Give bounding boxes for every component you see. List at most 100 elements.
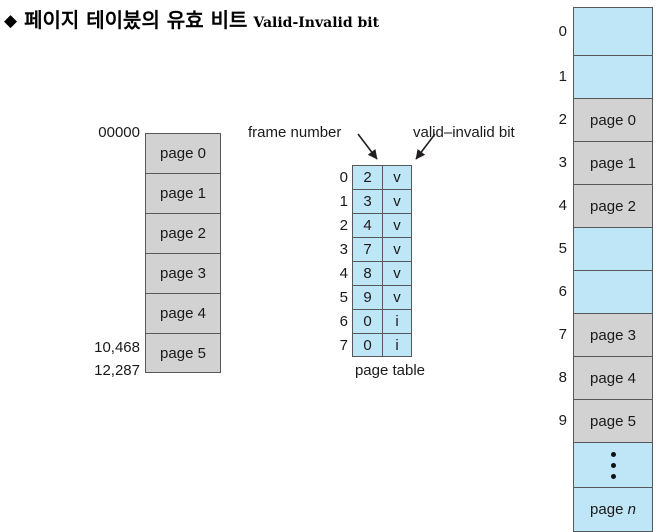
physical-memory-row: 2 page 0 — [559, 98, 653, 141]
physical-memory-frame-label: page 4 — [590, 369, 636, 387]
frame-number-cell: 0 — [352, 333, 382, 357]
logical-address-bottom: 12,287 — [94, 362, 140, 379]
physical-memory-row-index: 7 — [558, 326, 567, 343]
physical-memory-row-index: 9 — [558, 412, 567, 429]
logical-memory-cell-label: page 5 — [160, 344, 206, 362]
physical-memory-row: 9 page 5 — [559, 399, 653, 442]
physical-memory-row: 7 page 3 — [559, 313, 653, 356]
physical-memory-row: 5 — [559, 227, 653, 270]
physical-memory-frame-cell: page 2 — [573, 184, 653, 227]
physical-memory-row-index: 8 — [558, 369, 567, 386]
physical-memory-frame-cell — [573, 227, 653, 270]
page-table-row-index: 3 — [339, 240, 348, 258]
physical-memory-row — [573, 442, 653, 487]
physical-memory-row: 0 — [559, 7, 653, 55]
frame-number-cell: 2 — [352, 165, 382, 189]
valid-invalid-bit-cell: v — [382, 261, 412, 285]
physical-memory-frame-label: page 5 — [590, 412, 636, 430]
frame-number-cell: 0 — [352, 309, 382, 333]
physical-memory-frame-cell: page 1 — [573, 141, 653, 184]
physical-memory-row-index: 1 — [558, 68, 567, 85]
physical-memory-row-index: 2 — [558, 111, 567, 128]
diamond-bullet-icon: ◆ — [4, 11, 18, 30]
physical-memory-row-index: 0 — [558, 22, 567, 40]
valid-invalid-bit-cell: i — [382, 309, 412, 333]
frame-number-cell: 9 — [352, 285, 382, 309]
logical-memory-cell: page 1 — [145, 173, 221, 213]
physical-memory-frame-cell: page 0 — [573, 98, 653, 141]
logical-memory-cell-label: page 0 — [160, 145, 206, 162]
physical-memory-row-index: 4 — [558, 197, 567, 214]
logical-memory-cell: page 5 — [145, 333, 221, 373]
physical-memory-frame-cell — [573, 270, 653, 313]
physical-memory-frame-cell: page 4 — [573, 356, 653, 399]
logical-memory-cell: page 3 — [145, 253, 221, 293]
logical-memory-cell: page 2 — [145, 213, 221, 253]
physical-memory-row-index: 6 — [558, 283, 567, 300]
physical-memory-frame-cell — [573, 442, 653, 487]
physical-memory-row: page n — [573, 487, 653, 532]
physical-memory-frame-cell — [573, 55, 653, 98]
logical-memory-cell: page 0 — [145, 133, 221, 173]
physical-memory-row: 6 — [559, 270, 653, 313]
page-title: ◆ 페이지 테이붔의 유효 비트 Valid-Invalid bit — [4, 4, 379, 33]
physical-memory-frame-label: page 2 — [590, 197, 636, 215]
physical-memory-frame-cell — [573, 7, 653, 55]
physical-memory-row: 3 page 1 — [559, 141, 653, 184]
frame-number-cell: 3 — [352, 189, 382, 213]
frame-number-cell: 4 — [352, 213, 382, 237]
pointer-arrows-group — [357, 133, 436, 160]
logical-memory-cell-label: page 3 — [160, 265, 206, 282]
physical-memory-row: 1 — [559, 55, 653, 98]
page-title-english: Valid-Invalid bit — [253, 15, 380, 31]
valid-invalid-bit-cell: i — [382, 333, 412, 357]
page-table-row-index: 5 — [339, 288, 348, 306]
logical-address-top: 00000 — [98, 124, 140, 141]
valid-invalid-bit-label: valid–invalid bit — [413, 124, 515, 141]
vertical-ellipsis-icon — [610, 451, 616, 479]
valid-invalid-bit-cell: v — [382, 213, 412, 237]
physical-memory-row: 4 page 2 — [559, 184, 653, 227]
logical-memory-cell-label: page 1 — [160, 185, 206, 202]
physical-memory-row: 8 page 4 — [559, 356, 653, 399]
valid-invalid-bit-cell: v — [382, 189, 412, 213]
frame-number-label: frame number — [248, 124, 342, 141]
physical-memory-frame-label: page 3 — [590, 326, 636, 344]
page-table-caption: page table — [354, 362, 426, 379]
logical-memory-cell-label: page 4 — [160, 305, 206, 322]
logical-memory-cell: page 4 — [145, 293, 221, 333]
physical-memory-table: 0 1 2 page 0 3 page 1 4 page 2 5 6 7 page 3 8 page 4 9… — [559, 7, 653, 532]
physical-memory-frame-label: page 1 — [590, 154, 636, 172]
physical-memory-row-index: 5 — [558, 240, 567, 257]
page-table-row-index: 4 — [339, 264, 348, 282]
valid-invalid-bit-cell: v — [382, 165, 412, 189]
valid-invalid-bit-cell: v — [382, 285, 412, 309]
page-title-korean: 페이지 테이붔의 유효 비트 — [24, 8, 248, 32]
physical-memory-frame-cell: page 3 — [573, 313, 653, 356]
logical-address-mid: 10,468 — [94, 339, 140, 356]
physical-memory-frame-label: page 0 — [590, 111, 636, 129]
valid-bit-arrow-icon — [415, 133, 436, 160]
page-table-row-index: 7 — [339, 336, 348, 354]
frame-number-arrow-icon — [357, 133, 378, 160]
physical-memory-frame-cell: page 5 — [573, 399, 653, 442]
page-table-row-index: 1 — [339, 192, 348, 210]
page-table-row-index: 0 — [339, 168, 348, 186]
physical-memory-row-index: 3 — [558, 154, 567, 171]
